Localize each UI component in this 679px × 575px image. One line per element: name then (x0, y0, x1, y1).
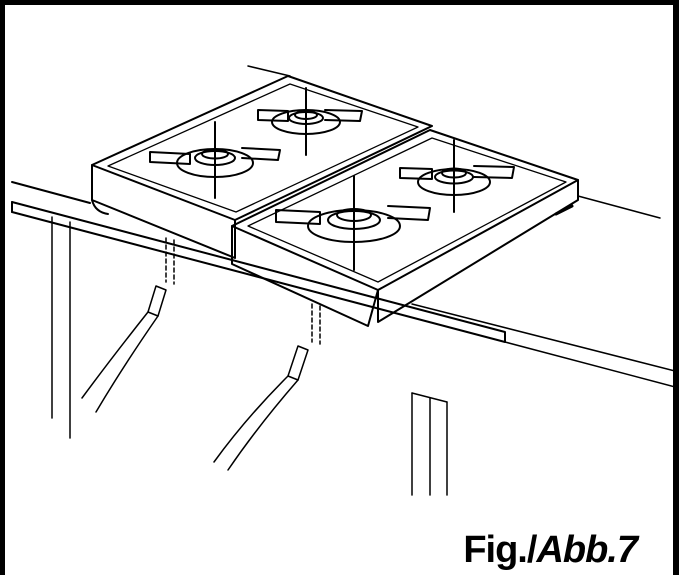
worktop (11, 65, 679, 389)
hob-unit-left (91, 75, 433, 259)
figure-caption: Fig./Abb.7 (463, 529, 638, 571)
cabinet-legs (51, 216, 448, 496)
figure-caption-suffix: Abb.7 (536, 529, 638, 571)
gas-hoses (81, 237, 321, 471)
figure-caption-prefix: Fig./ (463, 529, 537, 571)
hob-unit-right (231, 129, 579, 327)
